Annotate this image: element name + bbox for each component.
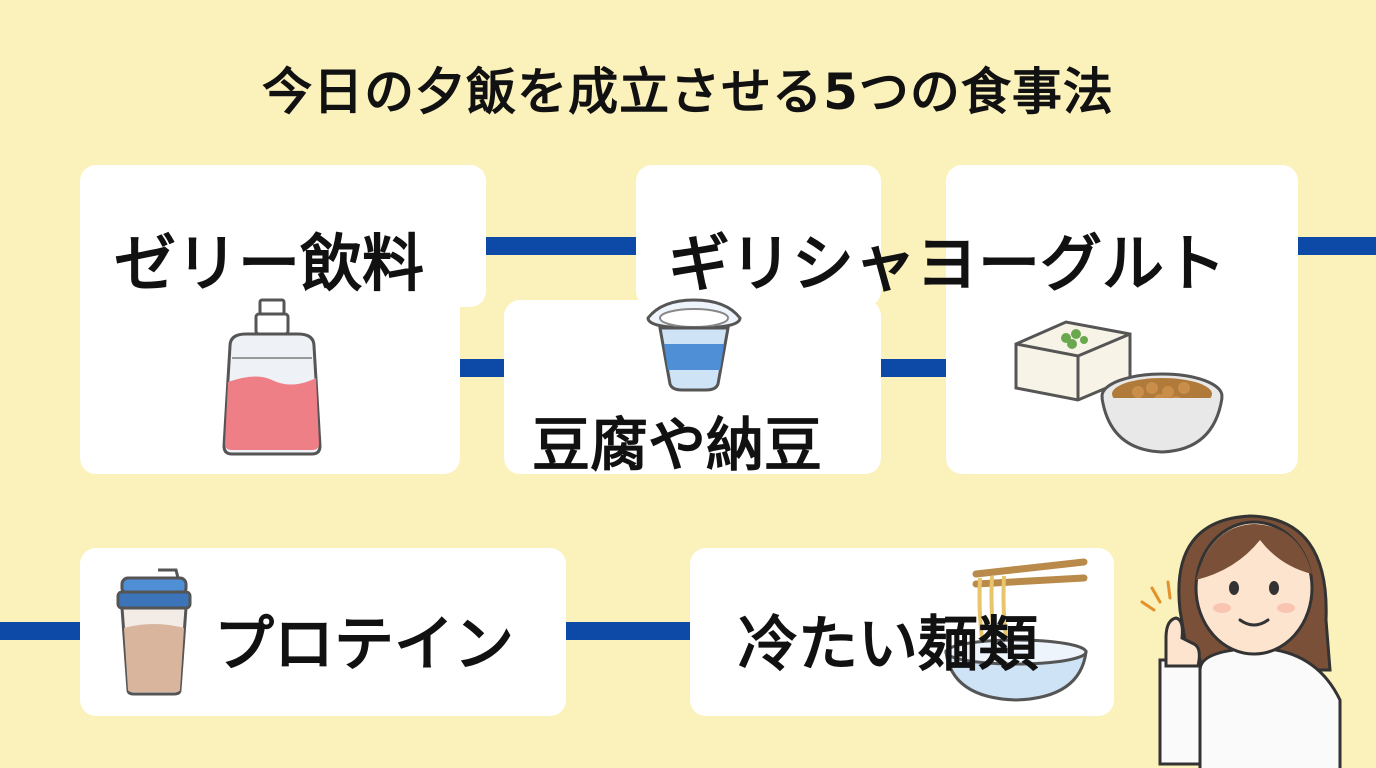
connector-bar — [880, 359, 946, 377]
jelly-drink-pouch-icon — [222, 298, 322, 456]
tofu-natto-icon — [1014, 320, 1224, 454]
item-label-jelly-drink: ゼリー飲料 — [114, 227, 425, 300]
connector-bar — [0, 622, 80, 640]
item-label-greek-yogurt-overlay: ギリシャヨーグルト — [668, 227, 1227, 300]
connector-bar — [1296, 237, 1376, 255]
connector-bar — [458, 359, 504, 377]
protein-shaker-icon — [116, 568, 192, 696]
item-label-protein: プロテイン — [214, 610, 514, 680]
card-greek-yogurt — [636, 165, 881, 307]
woman-thumbs-up-illustration — [1140, 514, 1342, 768]
item-label-cold-noodles: 冷たい麺類 — [738, 610, 1038, 680]
noodle-bowl-icon — [944, 558, 1088, 702]
connector-bar — [485, 237, 637, 255]
item-label-tofu-natto: 豆腐や納豆 — [532, 411, 823, 479]
yogurt-cup-icon — [646, 298, 742, 392]
connector-bar — [565, 622, 691, 640]
page-title: 今日の夕飯を成立させる5つの食事法 — [262, 63, 1114, 121]
